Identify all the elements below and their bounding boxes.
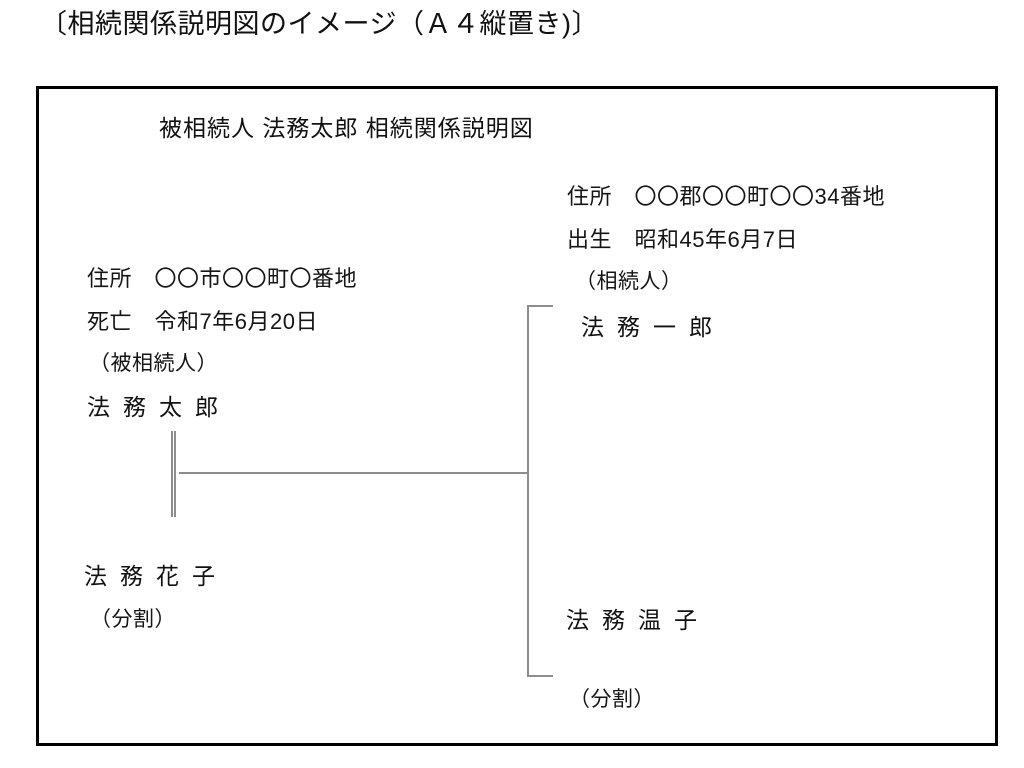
person-block-decedent: 住所 〇〇市〇〇町〇番地 死亡 令和7年6月20日 （被相続人） 法務太郎 bbox=[87, 261, 357, 422]
atsuko-role-label: （分割） bbox=[569, 688, 655, 711]
diagram-title: 被相続人 法務太郎 相続関係説明図 bbox=[159, 115, 534, 141]
heir-ichiro-address: 住所 〇〇郡〇〇町〇〇34番地 bbox=[567, 184, 885, 209]
inheritance-diagram-sheet: 被相続人 法務太郎 相続関係説明図 住所 〇〇市〇〇町〇番地 死亡 令和7年6月… bbox=[36, 86, 998, 746]
children-bracket-spine bbox=[527, 305, 529, 677]
descent-horizontal-line bbox=[179, 472, 529, 474]
decedent-address: 住所 〇〇市〇〇町〇番地 bbox=[87, 266, 358, 291]
atsuko-name: 法務温子 bbox=[566, 607, 710, 633]
person-block-heir-ichiro: 住所 〇〇郡〇〇町〇〇34番地 出生 昭和45年6月7日 （相続人） 法務一郎 bbox=[567, 179, 885, 342]
person-block-hanako: 法務花子 （分割） bbox=[84, 557, 228, 633]
children-bracket-stub-bottom bbox=[527, 675, 553, 677]
marriage-double-line bbox=[171, 431, 176, 517]
person-block-atsuko-role: （分割） bbox=[569, 683, 655, 713]
page-heading: 〔相続関係説明図のイメージ（Ａ４縦置き)〕 bbox=[40, 9, 599, 39]
hanako-role-label: （分割） bbox=[90, 608, 176, 631]
decedent-death-date: 死亡 令和7年6月20日 bbox=[87, 309, 318, 334]
person-block-atsuko: 法務温子 bbox=[566, 601, 710, 635]
children-bracket-stub-top bbox=[527, 305, 553, 307]
heir-ichiro-role-label: （相続人） bbox=[575, 270, 683, 293]
heir-ichiro-name: 法務一郎 bbox=[581, 314, 725, 340]
hanako-name: 法務花子 bbox=[84, 563, 228, 589]
heir-ichiro-birth-date: 出生 昭和45年6月7日 bbox=[567, 227, 798, 252]
decedent-name: 法務太郎 bbox=[87, 394, 231, 420]
decedent-role-label: （被相続人） bbox=[89, 352, 218, 375]
